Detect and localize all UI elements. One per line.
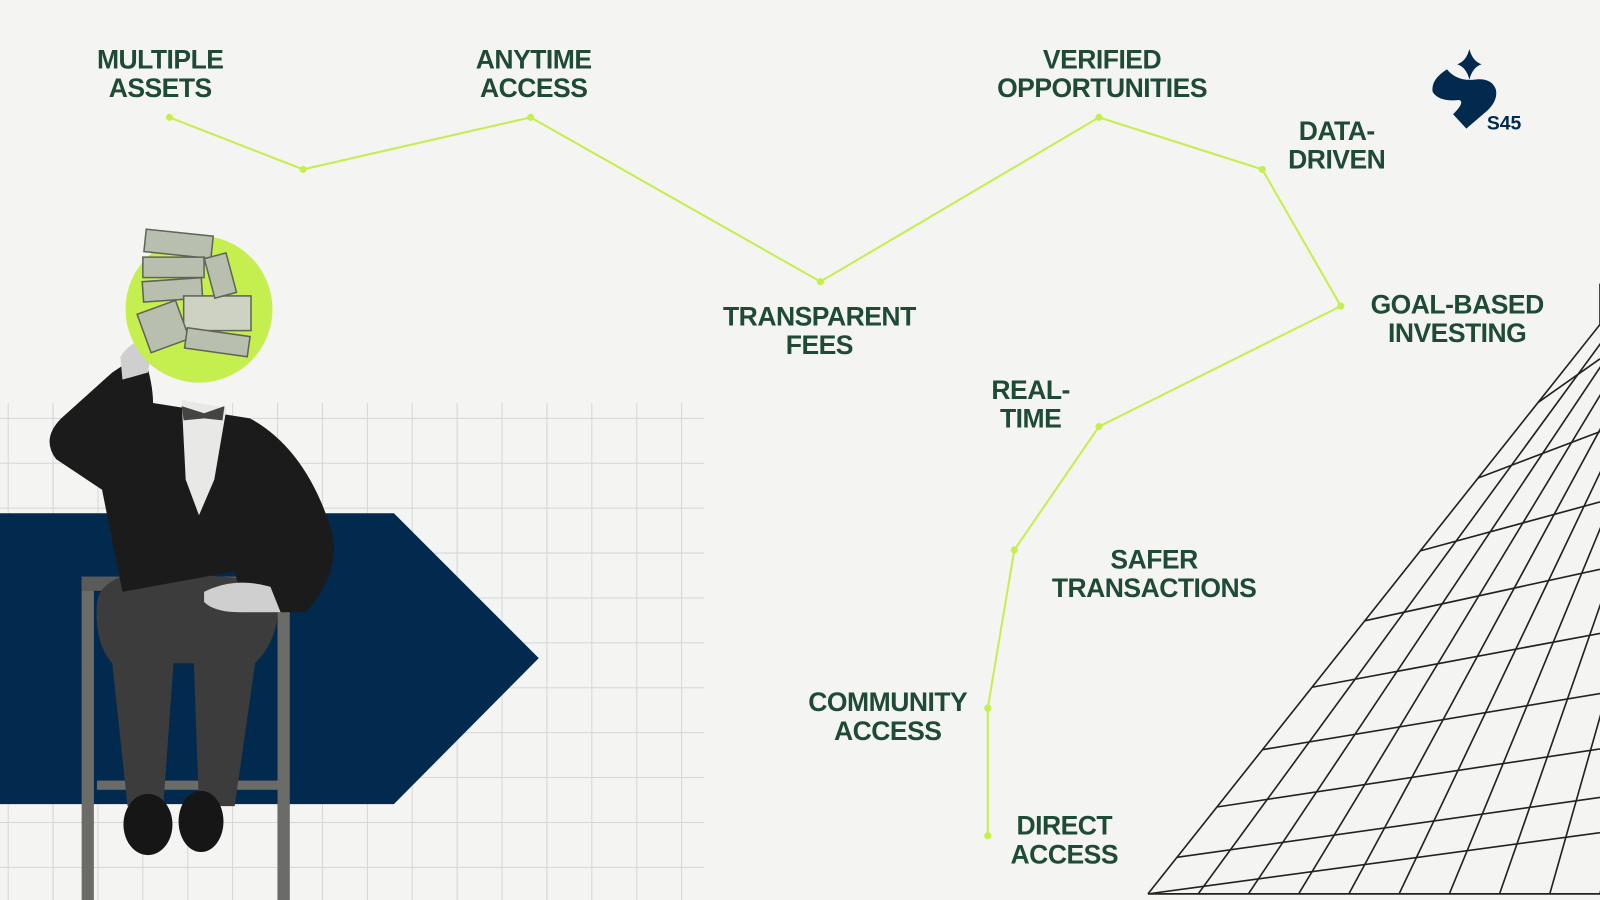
logo-text: S45 [1487,113,1522,135]
perspective-line [1448,526,1600,895]
perspective-line [1216,748,1600,808]
connector-node [1010,546,1018,554]
connector-node [527,113,535,121]
connector-node [984,832,992,840]
perspective-line [1176,796,1600,859]
connector-node [1095,422,1103,431]
perspective-line [1197,342,1600,895]
perspective-line [1477,430,1600,479]
perspective-line [1420,501,1600,552]
feature-label-data-driven: DATA-DRIVEN [1288,116,1386,175]
svg-text:REAL-TIME: REAL-TIME [991,375,1069,434]
connector-node [1258,165,1266,173]
perspective-line [1548,713,1600,895]
perspective-line [1147,831,1600,895]
perspective-line [1147,323,1600,895]
s45-spark-logo-icon [1432,69,1497,129]
perspective-line [1262,692,1600,751]
connector-node [1095,113,1103,121]
feature-label-real-time: REAL-TIME [991,375,1070,434]
connector-node [1337,302,1345,310]
perspective-line [1297,393,1600,895]
connector-node [816,278,824,286]
perspective-line [1247,366,1600,895]
svg-text:DATA-DRIVEN: DATA-DRIVEN [1288,116,1385,175]
connector-node [984,704,992,712]
connector-node [165,113,173,121]
perspective-line [1398,470,1600,895]
perspective-line [1498,603,1600,895]
perspective-line [1348,427,1600,895]
money-head-illustration [125,228,273,383]
perspective-line [1311,632,1600,689]
connector-node [299,165,307,173]
perspective-line [1364,568,1600,622]
spark-icon [1457,48,1482,80]
perspective-grid [1147,283,1600,895]
person-on-stool-illustration [49,340,334,900]
s45-logo: S45 [1432,48,1522,135]
perspective-line [1537,358,1600,404]
